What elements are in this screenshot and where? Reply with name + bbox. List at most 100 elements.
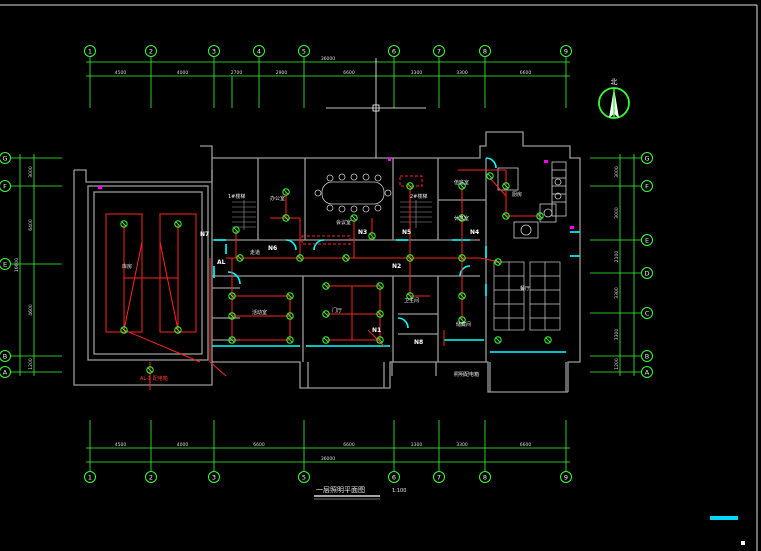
light-fixture bbox=[406, 182, 414, 190]
light-fixture bbox=[174, 220, 182, 228]
stair-2 bbox=[400, 200, 432, 228]
lighting-wiring bbox=[123, 169, 540, 390]
label-panel-note: 照明配电箱 bbox=[454, 371, 479, 378]
room-meeting-label: 会议室 bbox=[336, 219, 351, 226]
grid-bubble-bottom-9 bbox=[560, 471, 572, 483]
grid-bubble-right-D-label: D bbox=[644, 269, 649, 277]
light-fixture-cross bbox=[229, 313, 235, 319]
light-fixture-cross bbox=[377, 283, 383, 289]
light-fixture bbox=[282, 214, 290, 222]
light-fixture-cross bbox=[175, 221, 181, 227]
grid-bubble-bottom-3-label: 3 bbox=[212, 473, 216, 481]
room-labels: 库房 1#楼梯 2#楼梯 会议室 办公室 餐厅 厨房 走道 门厅 卫生间 储藏间… bbox=[122, 179, 530, 328]
light-fixture-cross bbox=[459, 215, 465, 221]
light-fixture-cross bbox=[495, 259, 501, 265]
grid-bubble-right-G-label: G bbox=[644, 154, 649, 162]
grid-bubble-left-G bbox=[0, 152, 11, 164]
room-duty-label: 值班室 bbox=[454, 179, 469, 186]
grid-bubble-top-2 bbox=[145, 45, 157, 57]
dim-right-seg-0: 3000 bbox=[614, 166, 620, 178]
light-fixture-cross bbox=[407, 293, 413, 299]
dim-bottom-total: 36000 bbox=[321, 456, 335, 462]
light-fixture-cross bbox=[237, 255, 243, 261]
light-fixture bbox=[536, 212, 544, 220]
light-fixture-cross bbox=[323, 337, 329, 343]
light-fixture-cross bbox=[323, 311, 329, 317]
grid-bubble-top-8-label: 8 bbox=[483, 47, 487, 55]
grid-bubble-right-A-label: A bbox=[645, 368, 650, 376]
light-fixture-cross bbox=[495, 337, 501, 343]
drawing-title: 一层照明平面图 1:100 bbox=[314, 486, 406, 500]
grid-bubble-top-3-label: 3 bbox=[212, 47, 216, 55]
grid-bubble-right-C bbox=[641, 307, 653, 319]
cad-crosshair[interactable] bbox=[326, 58, 426, 158]
light-fixture bbox=[174, 326, 182, 334]
grid-bubble-right-B-label: B bbox=[645, 352, 649, 360]
light-fixture bbox=[286, 336, 294, 344]
grid-bubble-top-2-label: 2 bbox=[149, 47, 153, 55]
light-fixture bbox=[494, 258, 502, 266]
light-fixture bbox=[322, 336, 330, 344]
light-fixture-cross bbox=[459, 293, 465, 299]
magenta-marks bbox=[98, 158, 574, 229]
light-fixture bbox=[232, 226, 240, 234]
light-fixture bbox=[494, 336, 502, 344]
dim-top-seg-6: 3300 bbox=[456, 70, 468, 76]
title-main: 一层照明平面图 bbox=[316, 486, 365, 494]
light-fixture bbox=[322, 310, 330, 318]
light-fixture bbox=[322, 282, 330, 290]
dim-top-seg-1: 4000 bbox=[177, 70, 189, 76]
building-walls bbox=[73, 131, 581, 393]
grid-bubble-bottom-7-label: 7 bbox=[437, 473, 441, 481]
label-n2: N2 bbox=[392, 263, 401, 270]
layer-indicator bbox=[710, 516, 738, 520]
dim-left-seg-2: 4600 bbox=[28, 304, 34, 316]
grid-bubble-top-9-label: 9 bbox=[564, 47, 568, 55]
room-dining-label: 餐厅 bbox=[520, 285, 530, 292]
light-fixture-cross bbox=[369, 233, 375, 239]
dim-top-seg-4: 6600 bbox=[343, 70, 355, 76]
label-n1: N1 bbox=[372, 327, 381, 334]
label-n6: N6 bbox=[268, 245, 277, 252]
light-fixture bbox=[120, 220, 128, 228]
grid-bubble-right-F-label: F bbox=[645, 182, 649, 190]
dim-bottom-seg-0: 4500 bbox=[115, 442, 127, 448]
light-fixture-cross bbox=[459, 183, 465, 189]
light-fixture bbox=[228, 292, 236, 300]
light-fixture-cross bbox=[503, 213, 509, 219]
dim-top-seg-2: 2700 bbox=[231, 70, 243, 76]
north-label: 北 bbox=[611, 78, 618, 86]
label-n7: N7 bbox=[200, 231, 209, 238]
circuit-labels: N1 N2 N3 N4 N5 N6 N7 N8 AL AL-1 配电箱 照明配电… bbox=[140, 229, 479, 382]
dim-left-seg-0: 3000 bbox=[28, 166, 34, 178]
room-office-label: 办公室 bbox=[270, 195, 285, 202]
dashed-wiring bbox=[301, 175, 423, 245]
dim-bottom-seg-3: 6600 bbox=[343, 442, 355, 448]
light-fixture-cross bbox=[407, 255, 413, 261]
light-fixture bbox=[406, 254, 414, 262]
dim-bottom-seg-5: 3300 bbox=[456, 442, 468, 448]
light-fixture-cross bbox=[147, 367, 153, 373]
label-n3: N3 bbox=[358, 229, 367, 236]
grid-bubble-bottom-8 bbox=[479, 471, 491, 483]
light-fixture bbox=[376, 310, 384, 318]
light-fixture-cross bbox=[229, 337, 235, 343]
light-fixture-cross bbox=[283, 215, 289, 221]
dim-left-total: 16600 bbox=[14, 258, 20, 272]
light-fixture bbox=[376, 282, 384, 290]
grid-bubble-right-E-label: E bbox=[645, 236, 649, 244]
dim-top-total: 36000 bbox=[321, 56, 335, 62]
dim-top-seg-5: 3300 bbox=[411, 70, 423, 76]
light-fixture-cross bbox=[377, 311, 383, 317]
grid-bubble-top-5 bbox=[298, 45, 310, 57]
kitchen-equipment bbox=[497, 161, 567, 239]
dim-left-seg-1: 6400 bbox=[28, 219, 34, 231]
light-fixture-cross bbox=[407, 183, 413, 189]
north-arrow: 北 bbox=[598, 78, 630, 119]
label-n8: N8 bbox=[414, 339, 423, 346]
room-stair2-label: 2#楼梯 bbox=[410, 193, 427, 200]
grid-bubble-bottom-2-label: 2 bbox=[149, 473, 153, 481]
light-fixture bbox=[296, 254, 304, 262]
